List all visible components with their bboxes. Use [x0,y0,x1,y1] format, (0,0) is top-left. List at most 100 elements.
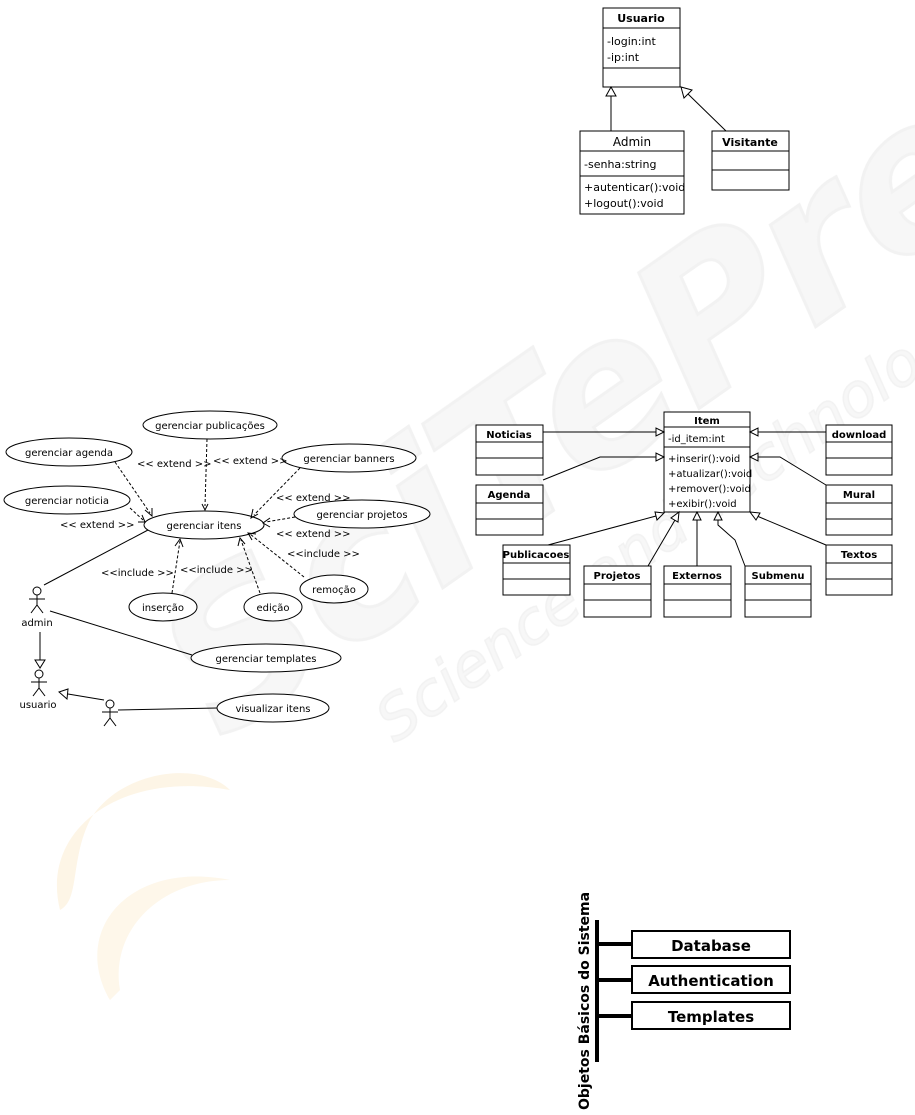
class-name: Item [694,416,720,427]
generalization-arrow [605,85,617,131]
class-method: +exibir():void [668,499,737,510]
class-name: Agenda [488,490,531,501]
class-name: Usuario [617,12,665,25]
actor-label: admin [21,618,52,629]
use-case-label: inserção [142,603,184,614]
actor-usuario-icon [31,669,47,697]
class-publicacoes: Publicacoes [502,544,571,596]
object-database: Database [631,930,791,959]
relation-label: <<include >> [287,549,360,560]
generalization-arrow [692,510,702,566]
use-case: remoção [299,574,369,604]
use-case: inserção [128,592,198,622]
use-case: gerenciar noticia [3,485,131,515]
use-case: gerenciar banners [281,443,417,473]
object-label: Templates [668,1008,754,1026]
class-agenda: Agenda [475,484,544,536]
object-label: Database [671,937,751,955]
object-templates: Templates [631,1001,791,1030]
use-case: gerenciar publicações [142,410,278,440]
class-diagram-items: Item -id_item:int +inserir():void +atual… [475,411,893,618]
object-label: Authentication [648,972,774,990]
use-case: gerenciar templates [190,643,342,673]
use-case: gerenciar itens [143,510,265,540]
use-case-label: remoção [312,585,356,596]
generalization-arrow [647,510,680,567]
relation-arrow [237,536,261,594]
basic-objects-title: Objetos Básicos do Sistema [577,892,593,1110]
use-case-label: gerenciar itens [167,521,242,532]
class-textos: Textos [825,544,893,596]
class-method: +remover():void [668,484,751,495]
class-name: Textos [841,550,877,561]
class-noticias: Noticias [475,424,544,476]
class-submenu: Submenu [744,565,812,618]
class-name: Visitante [722,136,778,149]
generalization-arrow [543,427,666,437]
relation-arrow [114,461,153,518]
use-case: gerenciar agenda [5,437,133,467]
object-authentication: Authentication [631,965,791,994]
relation-arrow [262,516,296,528]
class-visitante: Visitante [711,130,790,191]
class-attribute: -ip:int [607,51,640,64]
class-method: +logout():void [584,197,664,210]
relation-arrow [129,507,146,523]
use-case-label: edição [256,603,289,614]
relation-label: << extend >> [213,456,288,467]
class-name: Admin [613,135,651,149]
association-line [43,529,149,586]
use-case-label: gerenciar banners [303,454,394,465]
association-line [117,707,218,711]
class-attribute: -senha:string [584,158,656,171]
actor-visitor-icon [102,699,118,727]
generalization-arrow [34,632,46,669]
class-mural: Mural [825,484,893,536]
class-admin: Admin -senha:string +autenticar():void +… [579,130,685,215]
relation-label: << extend >> [276,493,351,504]
relation-arrow [247,532,305,578]
class-item: Item -id_item:int +inserir():void +atual… [663,411,752,513]
use-case-label: gerenciar projetos [316,510,407,521]
class-name: download [832,430,887,441]
use-case: gerenciar projetos [293,499,431,529]
class-name: Mural [843,490,875,501]
use-case-label: visualizar itens [236,704,311,715]
generalization-arrow [680,86,727,132]
use-case-label: gerenciar publicações [155,421,265,432]
actor-admin-icon [29,586,45,614]
generalization-arrow [58,688,105,701]
class-method: +atualizar():void [668,469,752,480]
generalization-arrow [542,452,666,481]
relation-arrow [250,467,301,519]
class-method: +inserir():void [668,454,740,465]
watermark-swoosh-icon [56,773,231,1000]
class-name: Externos [672,571,722,582]
relation-label: << extend >> [60,520,135,531]
relation-arrow [171,537,184,594]
generalization-arrow [713,510,746,567]
class-diagram-users: Usuario -login:int -ip:int Admin -senha:… [579,7,790,215]
use-case: visualizar itens [216,693,330,723]
class-download: download [825,424,893,476]
relation-label: <<include >> [180,565,253,576]
class-attribute: -id_item:int [668,434,725,445]
use-case: edição [243,592,303,622]
relation-arrow [201,438,209,512]
class-projetos: Projetos [583,565,652,618]
class-name: Submenu [752,571,805,582]
class-name: Publicacoes [503,550,570,561]
generalization-arrow [748,452,827,486]
basic-objects-diagram: Objetos Básicos do Sistema Database Auth… [577,892,791,1110]
class-attribute: -login:int [607,35,656,48]
use-case-label: gerenciar noticia [25,496,109,507]
generalization-arrow [748,511,827,546]
class-method: +autenticar():void [584,181,685,194]
class-name: Noticias [486,430,532,441]
actor-label: usuario [19,700,56,711]
class-name: Projetos [594,571,641,582]
generalization-arrow [748,427,826,437]
relation-label: << extend >> [276,529,351,540]
generalization-arrow [547,511,666,546]
